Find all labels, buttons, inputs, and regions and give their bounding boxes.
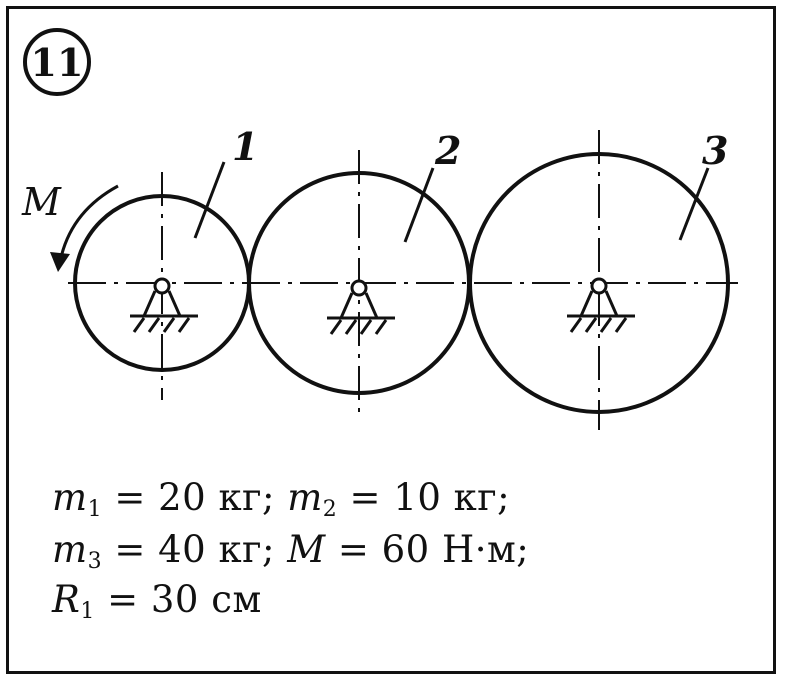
problem-number-badge: 11 — [23, 28, 91, 96]
m2-value: = 10 кг; — [337, 476, 511, 519]
m2-symbol: m — [287, 476, 323, 519]
m2-subscript: 2 — [322, 497, 338, 522]
wheel-1-number: 1 — [232, 124, 258, 169]
m3-value: = 40 кг; — [102, 528, 288, 571]
given-line-3: R1 = 30 см — [52, 578, 262, 624]
support-3 — [567, 277, 635, 333]
support-2 — [327, 279, 395, 335]
wheel-3-number: 3 — [702, 128, 728, 173]
figure-frame — [6, 6, 776, 674]
moment-label: M — [21, 180, 62, 224]
wheel-3-leader — [678, 167, 710, 241]
wheel-2-number: 2 — [434, 128, 461, 173]
r1-symbol: R — [52, 578, 81, 621]
moment-symbol: M — [287, 528, 326, 571]
m1-subscript: 1 — [87, 497, 103, 522]
moment-arrow — [50, 184, 119, 272]
support-1 — [130, 277, 198, 333]
wheel-1-leader — [193, 161, 226, 239]
problem-number: 11 — [31, 40, 84, 85]
m3-subscript: 3 — [87, 549, 103, 574]
m1-value: = 20 кг; — [102, 476, 288, 519]
moment-value: = 60 Н·м; — [325, 528, 530, 571]
r1-value: = 30 см — [94, 578, 262, 621]
given-line-2: m3 = 40 кг; M = 60 Н·м; — [52, 528, 529, 574]
wheel-2-leader — [403, 167, 435, 243]
given-line-1: m1 = 20 кг; m2 = 10 кг; — [52, 476, 510, 522]
r1-subscript: 1 — [80, 599, 95, 624]
m1-symbol: m — [52, 476, 88, 519]
m3-symbol: m — [52, 528, 88, 571]
